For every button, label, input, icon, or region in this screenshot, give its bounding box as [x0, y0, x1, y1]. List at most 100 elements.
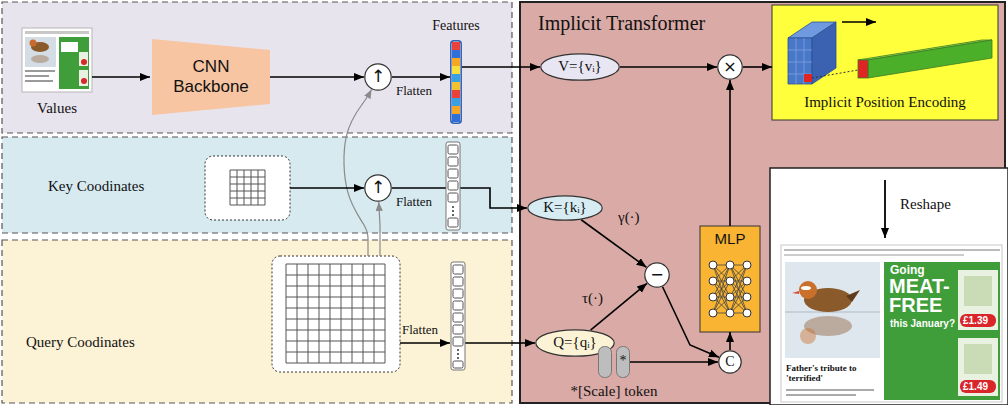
- neuron: [726, 293, 734, 301]
- flatten-vector: [446, 142, 460, 230]
- edge-label: γ(·): [618, 210, 640, 225]
- image-frame: [781, 245, 1002, 402]
- neuron: [726, 261, 734, 269]
- ellipsis-dot: [452, 210, 454, 212]
- flatten-vector: [451, 262, 465, 370]
- tensor-arrow: [842, 21, 876, 23]
- input-image: [22, 28, 92, 92]
- advert-title: [61, 42, 78, 52]
- node-label: Features: [432, 18, 479, 34]
- connector: [729, 80, 731, 226]
- vector-frame: [446, 142, 460, 230]
- key-set: K={kᵢ}: [527, 195, 603, 221]
- transformer-panel-ground: [520, 2, 1005, 403]
- value-set: V={vᵢ}: [540, 53, 620, 81]
- circle-outline: [718, 55, 742, 79]
- neuron: [709, 293, 717, 301]
- vector-cell: [453, 337, 463, 346]
- circle-outline: [365, 64, 391, 90]
- duck-beak: [792, 291, 799, 294]
- node-label: K={kᵢ}: [543, 199, 587, 216]
- feature-cell: [452, 114, 460, 122]
- feature-cell: [452, 66, 460, 74]
- node-label: ↑: [371, 67, 385, 87]
- ellipse-outline: [541, 54, 619, 80]
- product: [958, 338, 998, 396]
- network-links: [713, 265, 747, 313]
- node-label: −: [650, 266, 663, 284]
- node-label: V={vᵢ}: [558, 58, 602, 75]
- dotted-lead: [812, 70, 858, 78]
- neuron: [726, 277, 734, 285]
- node-label: Implicit Transformer: [538, 12, 705, 35]
- image-text: Going: [890, 264, 925, 278]
- node-label: ↑: [371, 178, 385, 198]
- mlp-box: MLP: [700, 226, 760, 332]
- node-label: Query Coodinates: [26, 334, 135, 351]
- circle-outline: [719, 351, 741, 373]
- connector: [743, 66, 772, 68]
- feature-cell: [452, 58, 460, 66]
- vector-cell: [453, 289, 463, 298]
- node-label: Key Coodinates: [48, 178, 144, 195]
- node-label: CNN Backbone: [163, 57, 259, 96]
- product: [79, 52, 88, 66]
- vector-cell: [453, 301, 463, 310]
- scale-token: **[Scale] token: [598, 346, 630, 378]
- grid-lead: [367, 240, 368, 256]
- photo: [25, 37, 56, 67]
- edge-label: τ(·): [582, 291, 603, 306]
- key-panel: ↑ Key Coodinates: [2, 137, 512, 233]
- text-line: [786, 394, 856, 396]
- feature-vector-shape: [450, 40, 462, 124]
- vector-cell: [448, 193, 458, 202]
- vector-frame: [451, 262, 465, 370]
- advert: [59, 37, 89, 89]
- query-panel-ground: [2, 240, 512, 403]
- vector-cell: [448, 169, 458, 178]
- neuron: [709, 277, 717, 285]
- edge-label: Flatten: [396, 195, 432, 208]
- duck-tail: [846, 290, 860, 302]
- duck-stripe: [801, 286, 811, 290]
- tensor-grid: [788, 38, 812, 84]
- product: [958, 270, 998, 330]
- token-pill: [599, 347, 612, 378]
- trapezoid-outline: [152, 39, 270, 115]
- header-strip: [25, 31, 89, 34]
- neuron: [743, 293, 751, 301]
- output-panel-ground: [770, 168, 1008, 405]
- advert: [884, 262, 1000, 400]
- grid-frame: [205, 156, 290, 220]
- duck-head: [799, 281, 817, 299]
- ellipse-outline: [528, 196, 602, 220]
- connector: [729, 332, 731, 350]
- neuron: [743, 277, 751, 285]
- neuron: [726, 309, 734, 317]
- concat-op: C: [718, 350, 742, 374]
- input-arrow: [92, 76, 150, 78]
- price-dot: [81, 59, 87, 65]
- reflection: [800, 328, 816, 344]
- vector-side: [868, 40, 992, 78]
- product: [79, 70, 88, 86]
- grid-arrow: [290, 187, 364, 189]
- grid-lines: [230, 170, 265, 205]
- photo: [785, 262, 880, 358]
- subtract-op: −: [644, 262, 670, 288]
- upsample-op: ↑: [364, 63, 392, 91]
- image-text: MEAT-FREE: [889, 277, 961, 315]
- values-panel-ground: [2, 2, 512, 133]
- query-grid: [272, 256, 400, 372]
- tensor-figure: [788, 22, 992, 84]
- text-line: [25, 70, 55, 72]
- grid-lines: [286, 264, 385, 363]
- image-text: this January?: [890, 318, 955, 330]
- connector: [270, 76, 364, 78]
- key-grid: [205, 156, 290, 220]
- connector: [663, 287, 719, 358]
- position-encoding-box-ground: [772, 5, 998, 120]
- connector: [581, 220, 646, 268]
